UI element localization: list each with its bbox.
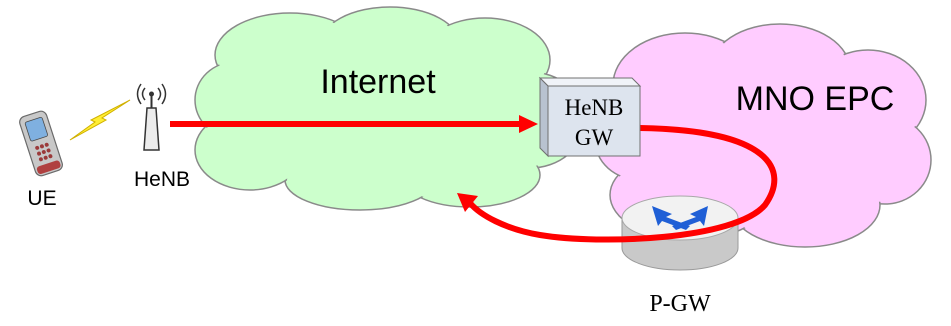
henb-gw-label-line1: HeNB — [565, 95, 624, 120]
pgw-router-icon — [621, 195, 739, 271]
mno-epc-label: MNO EPC — [736, 80, 895, 118]
henb-label: HeNB — [134, 168, 190, 191]
henb-gw-box — [538, 76, 642, 158]
wireless-bolt-icon — [69, 99, 131, 141]
henb-gw-label-line2: GW — [575, 125, 614, 150]
traffic-flow-path — [170, 115, 778, 243]
ue-label: UE — [27, 187, 56, 210]
internet-cloud — [194, 6, 586, 211]
henb-antenna-icon — [136, 83, 167, 151]
internet-label: Internet — [320, 63, 436, 101]
ue-mobile-phone-icon — [19, 110, 63, 177]
pgw-label: P-GW — [649, 291, 711, 317]
